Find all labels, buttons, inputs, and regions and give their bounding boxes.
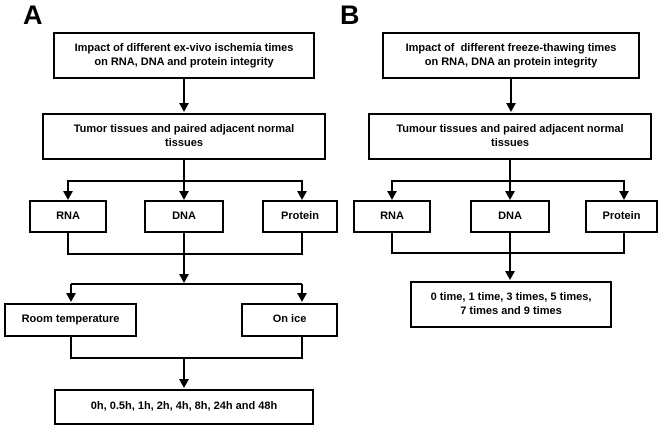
panel-b-connectors	[387, 78, 629, 280]
panel-a-rna-box: RNA	[29, 200, 107, 233]
panel-a-room-temperature-box: Room temperature	[4, 303, 137, 337]
panel-a-label: A	[23, 0, 43, 30]
panel-b-rna-box: RNA	[353, 200, 431, 233]
panel-b-label: B	[340, 0, 360, 30]
panel-a-lines	[67, 78, 303, 379]
panel-a-on-ice-box: On ice	[241, 303, 338, 337]
panel-a-title-box: Impact of different ex-vivo ischemia tim…	[53, 32, 315, 79]
panel-b-timepoints-box: 0 time, 1 time, 3 times, 5 times, 7 time…	[410, 281, 612, 328]
panel-a-protein-box: Protein	[262, 200, 338, 233]
panel-b-title-box: Impact of different freeze-thawing times…	[382, 32, 640, 79]
panel-a-tissues-box: Tumor tissues and paired adjacent normal…	[42, 113, 326, 160]
panel-b-arrowheads	[387, 103, 629, 280]
panel-a-dna-box: DNA	[144, 200, 224, 233]
panel-b-dna-box: DNA	[470, 200, 550, 233]
panel-a-timepoints-box: 0h, 0.5h, 1h, 2h, 4h, 8h, 24h and 48h	[54, 389, 314, 425]
panel-a-connectors	[63, 78, 307, 388]
panel-b-protein-box: Protein	[585, 200, 658, 233]
panel-b-tissues-box: Tumour tissues and paired adjacent norma…	[368, 113, 652, 160]
panel-b-lines	[391, 78, 625, 271]
